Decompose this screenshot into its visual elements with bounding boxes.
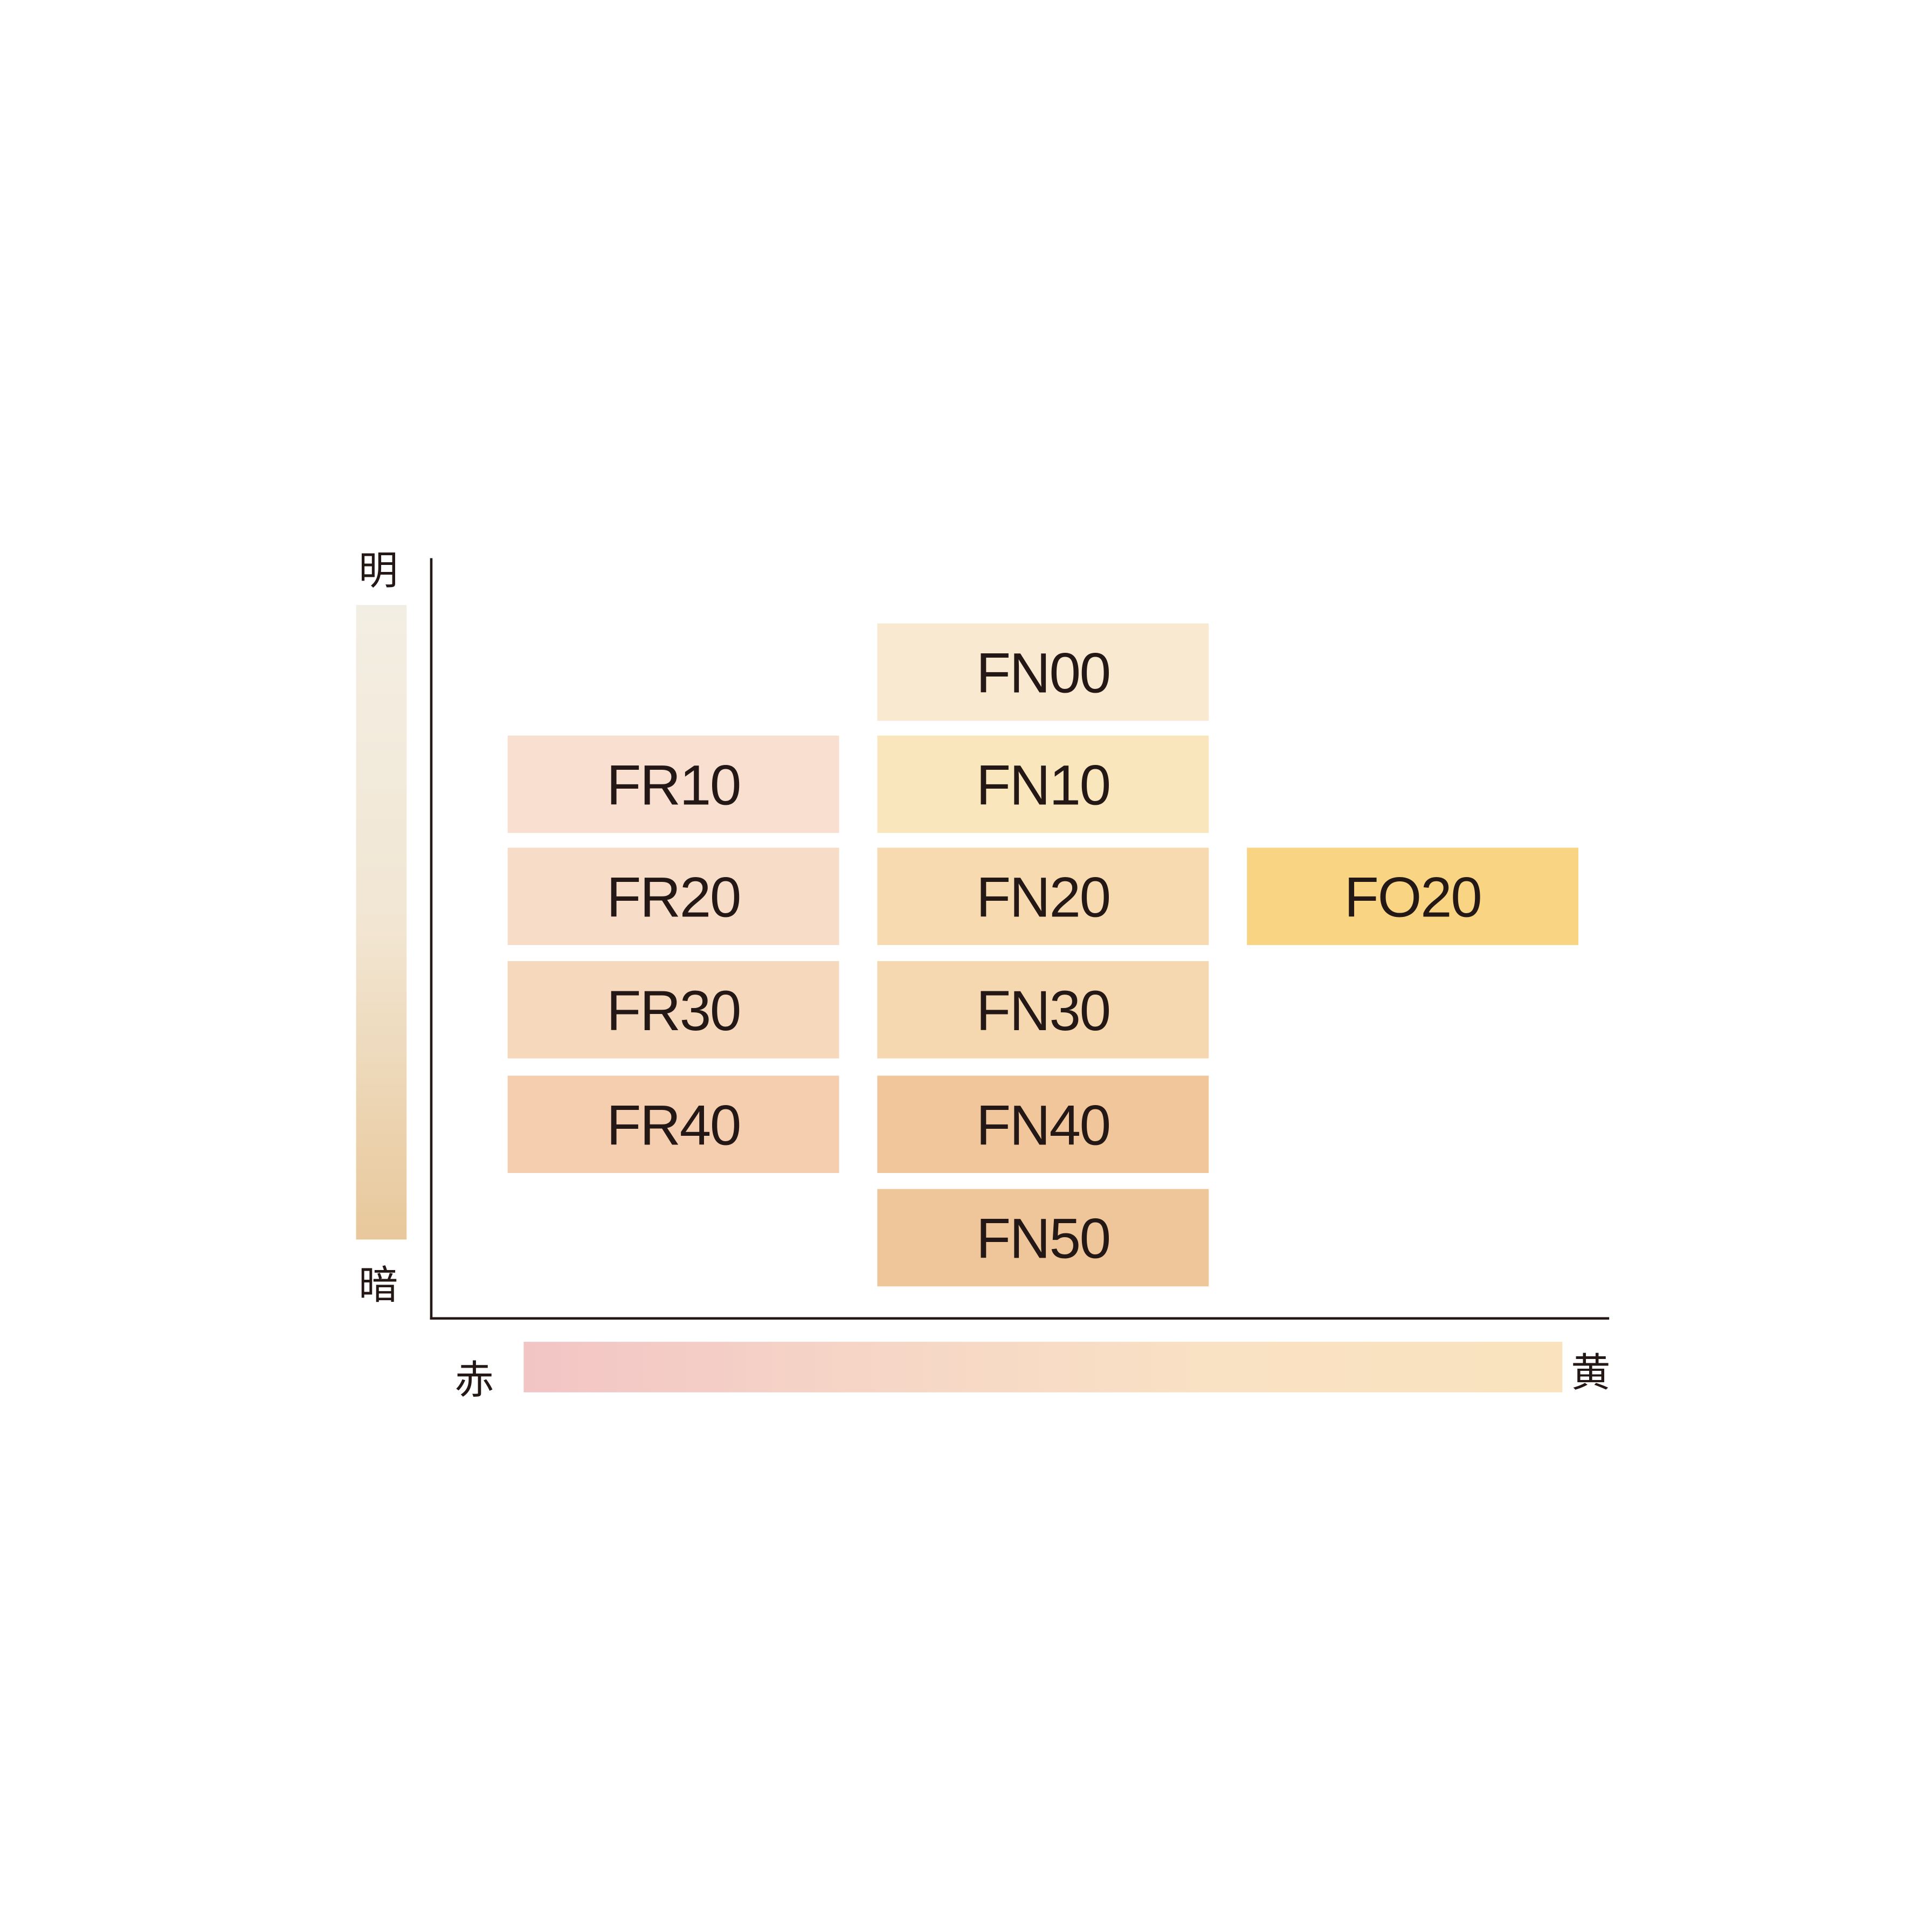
shade-swatch-fr20: FR20 [507, 847, 839, 946]
shade-swatch-fr40: FR40 [507, 1075, 839, 1173]
y-axis-bottom-label: 暗 [358, 1261, 398, 1309]
shade-swatch-fn00: FN00 [877, 623, 1209, 721]
shade-swatch-fo20: FO20 [1247, 847, 1578, 946]
y-axis-top-label: 明 [358, 547, 398, 594]
x-axis-left-label: 赤 [454, 1356, 494, 1404]
y-axis-line [430, 558, 433, 1320]
shade-swatch-fn20: FN20 [877, 847, 1209, 946]
x-axis-line [430, 1317, 1610, 1320]
hue-gradient-bar [523, 1342, 1563, 1392]
x-axis-right-label: 黄 [1571, 1349, 1611, 1396]
shade-swatch-fn40: FN40 [877, 1075, 1209, 1173]
lightness-gradient-bar [356, 605, 407, 1240]
shade-swatch-fr10: FR10 [507, 735, 839, 833]
shade-swatch-fr30: FR30 [507, 961, 839, 1059]
shade-swatch-fn10: FN10 [877, 735, 1209, 833]
shade-swatch-fn50: FN50 [877, 1189, 1209, 1287]
shade-swatch-fn30: FN30 [877, 961, 1209, 1059]
